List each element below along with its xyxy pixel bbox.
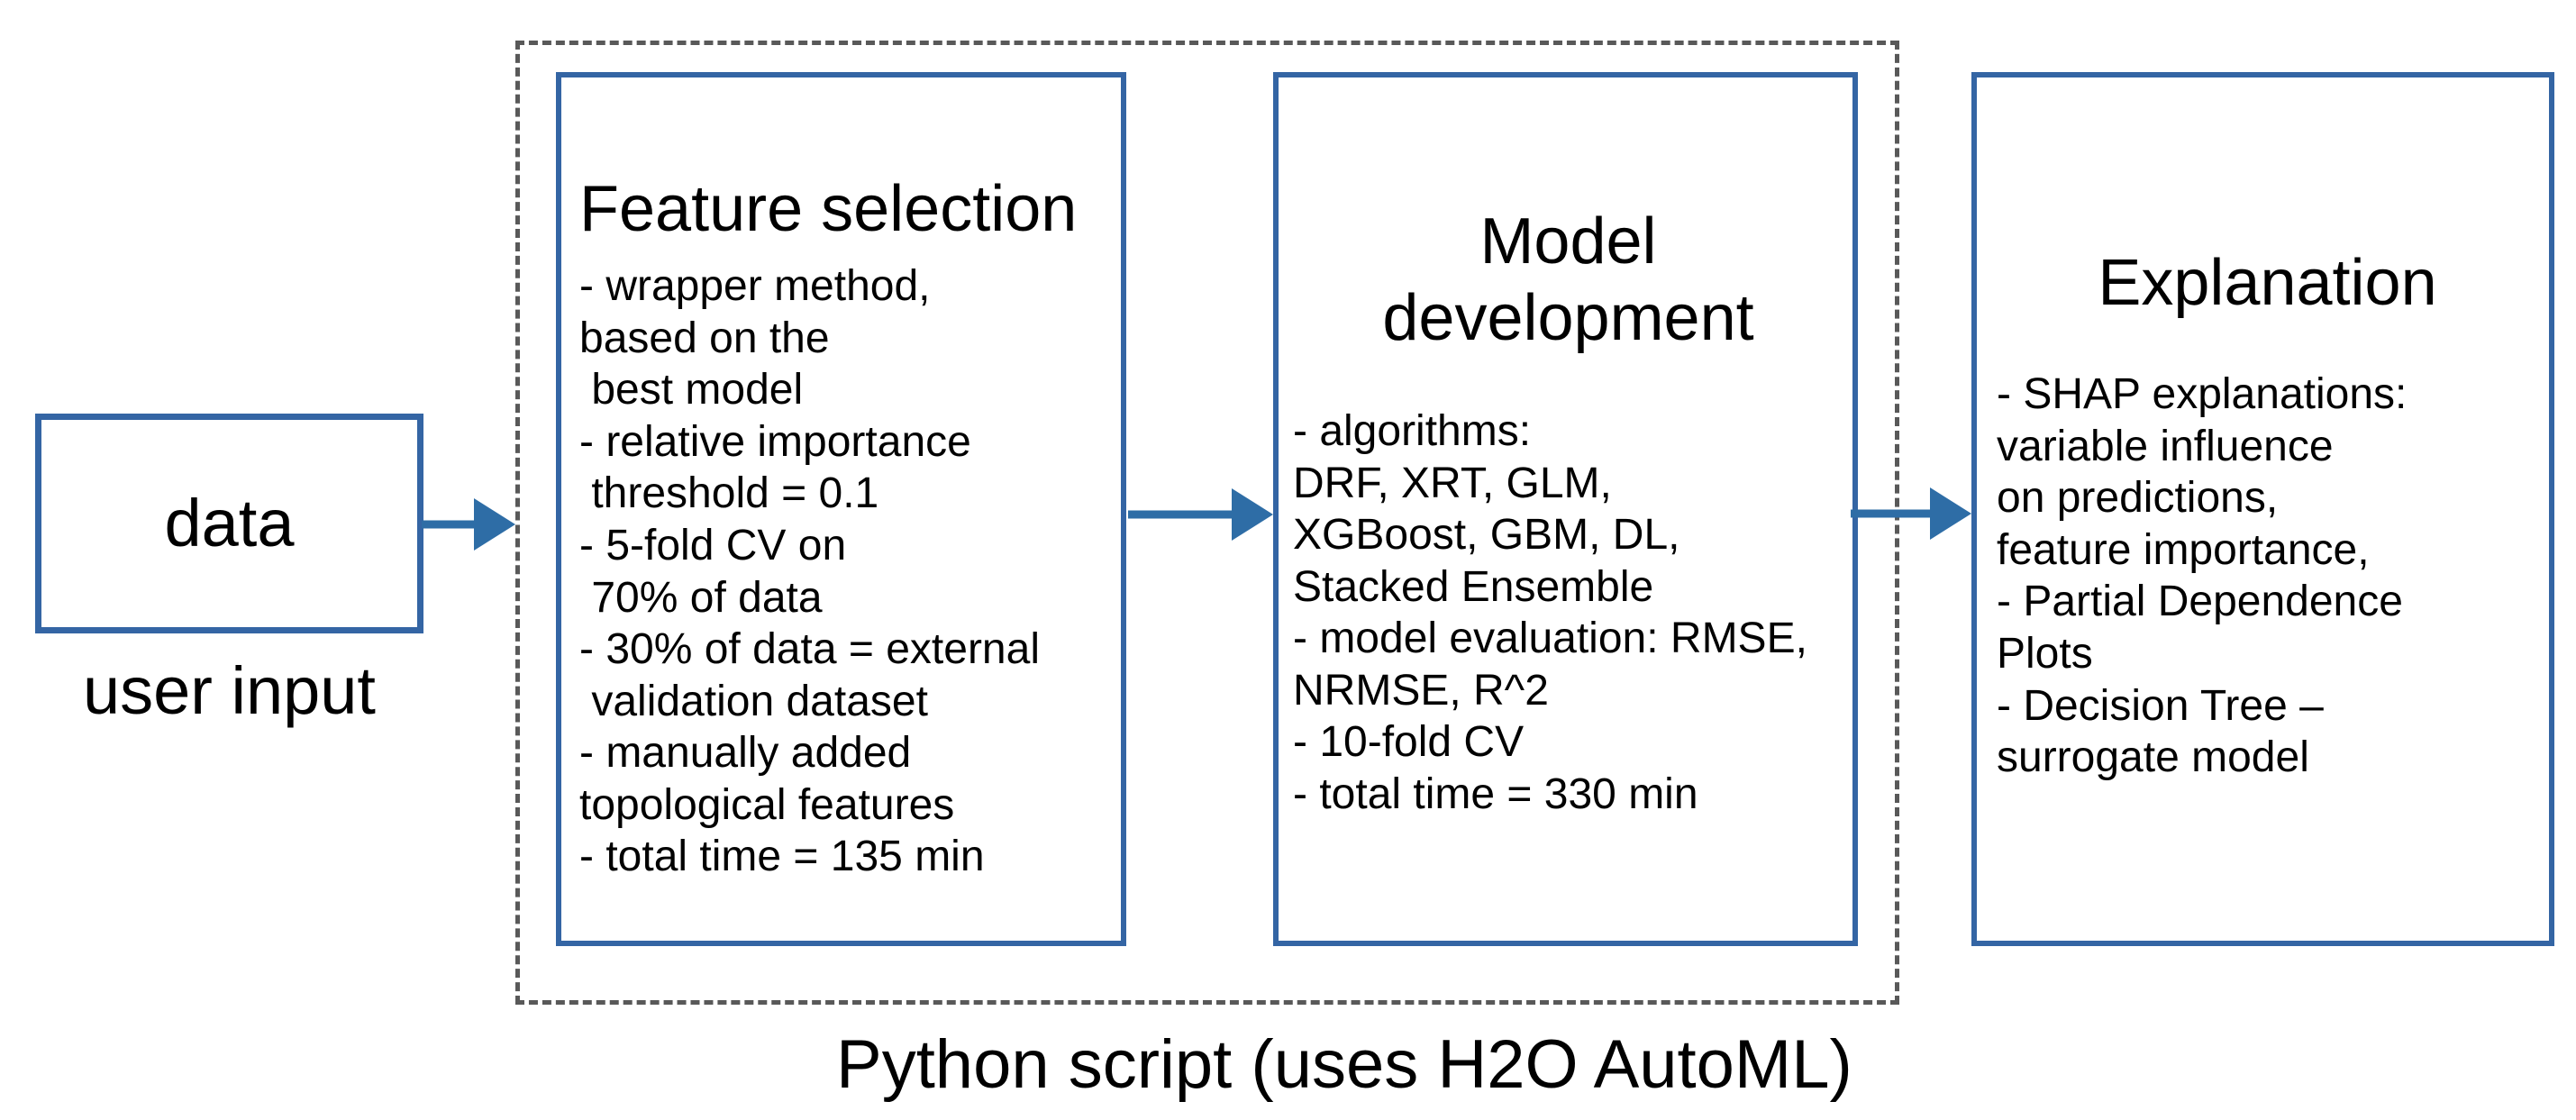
- text-line: - Partial Dependence: [1997, 578, 2403, 626]
- text-line: - relative importance: [579, 417, 971, 466]
- text-line: - total time = 330 min: [1293, 770, 1698, 819]
- text-line: - total time = 135 min: [579, 833, 985, 881]
- text-line: - 10-fold CV: [1293, 718, 1525, 767]
- text-line: - manually added: [579, 729, 912, 778]
- model-development-title: Model development: [1382, 205, 1754, 354]
- arrow-shaft: [1128, 510, 1233, 519]
- python-script-caption: Python script (uses H2O AutoML): [836, 1026, 1852, 1103]
- text-line: threshold = 0.1: [579, 469, 879, 518]
- python-script-container: [515, 41, 1899, 1005]
- arrowhead-icon: [1930, 487, 1971, 540]
- explanation-box: Explanation - SHAP explanations:variable…: [1971, 72, 2554, 946]
- text-line: based on the: [579, 314, 830, 362]
- text-line: best model: [579, 366, 804, 414]
- arrow-shaft: [422, 520, 476, 529]
- arrowhead-icon: [1232, 488, 1273, 541]
- flow-arrow-data-to-feature-selection: [422, 498, 515, 551]
- text-line: variable influence: [1997, 422, 2334, 470]
- text-line: topological features: [579, 780, 955, 829]
- text-line: - SHAP explanations:: [1997, 369, 2408, 418]
- text-line: - 30% of data = external: [579, 625, 1040, 674]
- flow-arrow-model-development-to-explanation: [1851, 487, 1971, 540]
- text-line: DRF, XRT, GLM,: [1293, 459, 1612, 507]
- text-line: - model evaluation: RMSE,: [1293, 615, 1807, 663]
- text-line: - wrapper method,: [579, 261, 931, 310]
- text-line: 70% of data: [579, 573, 823, 622]
- text-line: XGBoost, GBM, DL,: [1293, 511, 1680, 560]
- flow-arrow-feature-selection-to-model-development: [1128, 488, 1273, 541]
- text-line: feature importance,: [1997, 525, 2370, 574]
- user-input-label: user input: [83, 653, 376, 728]
- text-line: surrogate model: [1997, 733, 2309, 782]
- feature-selection-title: Feature selection: [579, 173, 1078, 245]
- data-box: data: [35, 414, 423, 633]
- feature-selection-details: - wrapper method,based on the best model…: [579, 260, 1108, 883]
- data-box-label: data: [164, 486, 295, 560]
- text-line: - algorithms:: [1293, 406, 1532, 455]
- text-line: Plots: [1997, 629, 2093, 678]
- text-line: - 5-fold CV on: [579, 521, 847, 569]
- text-line: validation dataset: [579, 677, 928, 725]
- arrow-shaft: [1851, 509, 1932, 518]
- model-development-box: Model development - algorithms:DRF, XRT,…: [1273, 72, 1858, 946]
- text-line: on predictions,: [1997, 474, 2279, 523]
- explanation-title: Explanation: [2098, 247, 2437, 319]
- text-line: - Decision Tree –: [1997, 681, 2324, 730]
- text-line: NRMSE, R^2: [1293, 666, 1549, 715]
- feature-selection-box: Feature selection - wrapper method,based…: [556, 72, 1126, 946]
- text-line: Stacked Ensemble: [1293, 562, 1654, 611]
- arrowhead-icon: [474, 498, 515, 551]
- model-development-details: - algorithms:DRF, XRT, GLM,XGBoost, GBM,…: [1293, 405, 1843, 821]
